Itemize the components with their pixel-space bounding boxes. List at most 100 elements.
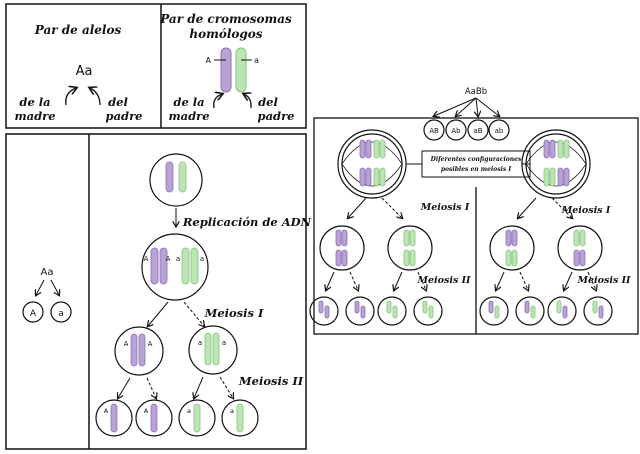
- parent-chromosome-paternal: [178, 161, 187, 193]
- dihybrid-left-m1-c1-top-1: [335, 229, 342, 247]
- meiosis1-green-2: [212, 332, 220, 366]
- dihybrid-left-gamete-4-bot: [428, 305, 434, 319]
- dihybrid-left-cell-top-1: [359, 139, 366, 159]
- chromosome-maternal-arrow: [213, 94, 222, 109]
- dihybrid-right-gamete-3-bot: [562, 305, 568, 319]
- dihybrid-right-cell-bot-1: [543, 167, 550, 187]
- dihybrid-left-m1-c1-bot-2: [341, 249, 348, 267]
- chromosome-mother-line2: madre: [168, 109, 209, 123]
- dihybrid-left-gamete-3: [377, 296, 407, 326]
- panel-meiosis-monohybrid: Replicación de ADN Meiosis I Meiosis II …: [95, 153, 312, 437]
- dihybrid-right-cell-inner: [525, 133, 587, 195]
- dihybrid-right-cell-top-3: [557, 139, 564, 159]
- dihybrid-right-cell-spindle-bottom: [525, 163, 587, 187]
- dihybrid-gamete-arrow-4: [475, 97, 499, 116]
- dihybrid-left-gamete-1-top: [318, 300, 324, 314]
- dihybrid-left-gamete-4-top: [422, 300, 428, 314]
- dihybrid-left-cell-top-4: [379, 139, 386, 159]
- allele-mother-line1: de la: [19, 95, 50, 109]
- dihybrid-left-gamete-3-bot: [392, 305, 398, 319]
- dihybrid-left-gamete-2-top: [354, 300, 360, 314]
- dihybrid-right-cell-outer: [521, 129, 591, 199]
- maternal-chromosome: [220, 47, 232, 93]
- dihybrid-parent-genotype: AaBb: [465, 87, 487, 97]
- locus-allele-a: a: [254, 56, 259, 65]
- dihybrid-right-gamete-4-bot: [598, 305, 604, 319]
- dihybrid-gamete-arrow-3: [476, 97, 478, 116]
- dihybrid-gamete-arrow-1: [434, 97, 477, 116]
- paternal-chromosome: [235, 47, 247, 93]
- dihybrid-right-cell-spindle-top: [525, 141, 587, 165]
- dihybrid-right-gamete-1-top: [488, 300, 494, 314]
- allele-pair-title: Par de alelos: [34, 23, 122, 37]
- meiosis1-label-a: a: [198, 339, 202, 347]
- dihybrid-right-meiosis1-label: Meiosis I: [561, 205, 611, 216]
- parent-cell: [149, 153, 203, 207]
- simple-parent-genotype: Aa: [41, 267, 54, 278]
- dihybrid-right-gamete-2: [515, 296, 545, 326]
- dihybrid-note-box: Diferentes configuraciones posibles en m…: [421, 150, 531, 178]
- simple-gamete-a: [50, 301, 72, 323]
- meiosis1-purple-1: [130, 333, 138, 367]
- panel-simple-gametes: Aa A a: [22, 267, 72, 323]
- gamete-chromosome-4: [236, 403, 244, 433]
- panel-meiosis-dihybrid: AaBb Diferentes configuraciones posibles…: [309, 87, 631, 326]
- meiosis-frame: [5, 133, 307, 450]
- dihybrid-right-m1-c2-top-2: [579, 229, 586, 247]
- dihybrid-left-cell-bot-2: [365, 167, 372, 187]
- dihybrid-right-gamete-2-bot: [530, 305, 536, 319]
- dihybrid-right-m2-arrow-1: [496, 271, 505, 290]
- gamete-chromosome-1: [110, 403, 118, 433]
- dihybrid-left-m2-arrow-1: [326, 271, 335, 290]
- replicated-label-a: a: [176, 255, 180, 263]
- dihybrid-right-cell-top-2: [549, 139, 556, 159]
- simple-arrow-right: [50, 279, 59, 295]
- replicated-chromatid-3: [181, 247, 190, 285]
- gamete-cell-2: [135, 399, 173, 437]
- panel-homologous-pair: Par de cromosomas homólogos A a de la ma…: [159, 12, 294, 123]
- homologous-title-line1: Par de cromosomas: [159, 12, 292, 26]
- dihybrid-left-cell-bot-1: [359, 167, 366, 187]
- dihybrid-gamete-label-4: ab: [495, 127, 504, 135]
- simple-gamete-a-label: a: [58, 309, 64, 319]
- dihybrid-right-gamete-4: [583, 296, 613, 326]
- dihybrid-right-m1-c2-bot-1: [573, 249, 580, 267]
- meiosis1-arrow-right: [183, 301, 204, 326]
- replicated-label-A2: A: [166, 255, 171, 263]
- gamete-cell-4: [221, 399, 259, 437]
- dihybrid-left-m2-arrow-4: [417, 271, 426, 290]
- dihybrid-right-gamete-4-top: [592, 300, 598, 314]
- allele-mother-line2: madre: [14, 109, 55, 123]
- meiosis1-cell-maternal: [114, 326, 164, 376]
- dihybrid-gamete-1: [423, 119, 445, 141]
- replicated-chromatid-1: [150, 247, 159, 285]
- meiosis1-label-A2: A: [148, 340, 153, 348]
- dihybrid-right-cell-bot-3: [557, 167, 564, 187]
- dihybrid-right-cell-top-4: [563, 139, 570, 159]
- dihybrid-left-cell-inner: [341, 133, 403, 195]
- dihybrid-left-m2-arrow-2: [349, 271, 358, 290]
- chromosome-father-line2: padre: [258, 109, 295, 123]
- dihybrid-gamete-3: [467, 119, 489, 141]
- meiosis2-arrow-4: [219, 376, 233, 398]
- note-line1: Diferentes configuraciones: [430, 156, 522, 163]
- dihybrid-right-gamete-3: [547, 296, 577, 326]
- meiosis1-arrow-left: [148, 301, 169, 326]
- chromosome-paternal-arrow: [244, 94, 251, 109]
- dihybrid-right-m1-c1-top-2: [511, 229, 518, 247]
- meiosis1-label-A: A: [124, 340, 129, 348]
- dihybrid-gamete-label-3: aB: [473, 127, 482, 135]
- meiosis1-green-1: [204, 332, 212, 366]
- dihybrid-left-m1-c2-bot-1: [403, 249, 410, 267]
- gamete-label-3: a: [187, 407, 191, 415]
- gamete-label-4: a: [230, 407, 234, 415]
- meiosis2-label: Meiosis II: [238, 374, 304, 388]
- dihybrid-left-cell-top-2: [365, 139, 372, 159]
- dihybrid-left-cell-outer: [337, 129, 407, 199]
- dihybrid-gamete-label-2: Ab: [451, 127, 461, 135]
- dihybrid-left-m2-arrow-3: [394, 271, 403, 290]
- dihybrid-left-gamete-3-top: [386, 300, 392, 314]
- homologous-title-line2: homólogos: [189, 27, 262, 41]
- parent-chromosome-maternal: [165, 161, 174, 193]
- dihybrid-right-m1-c1-bot-1: [505, 249, 512, 267]
